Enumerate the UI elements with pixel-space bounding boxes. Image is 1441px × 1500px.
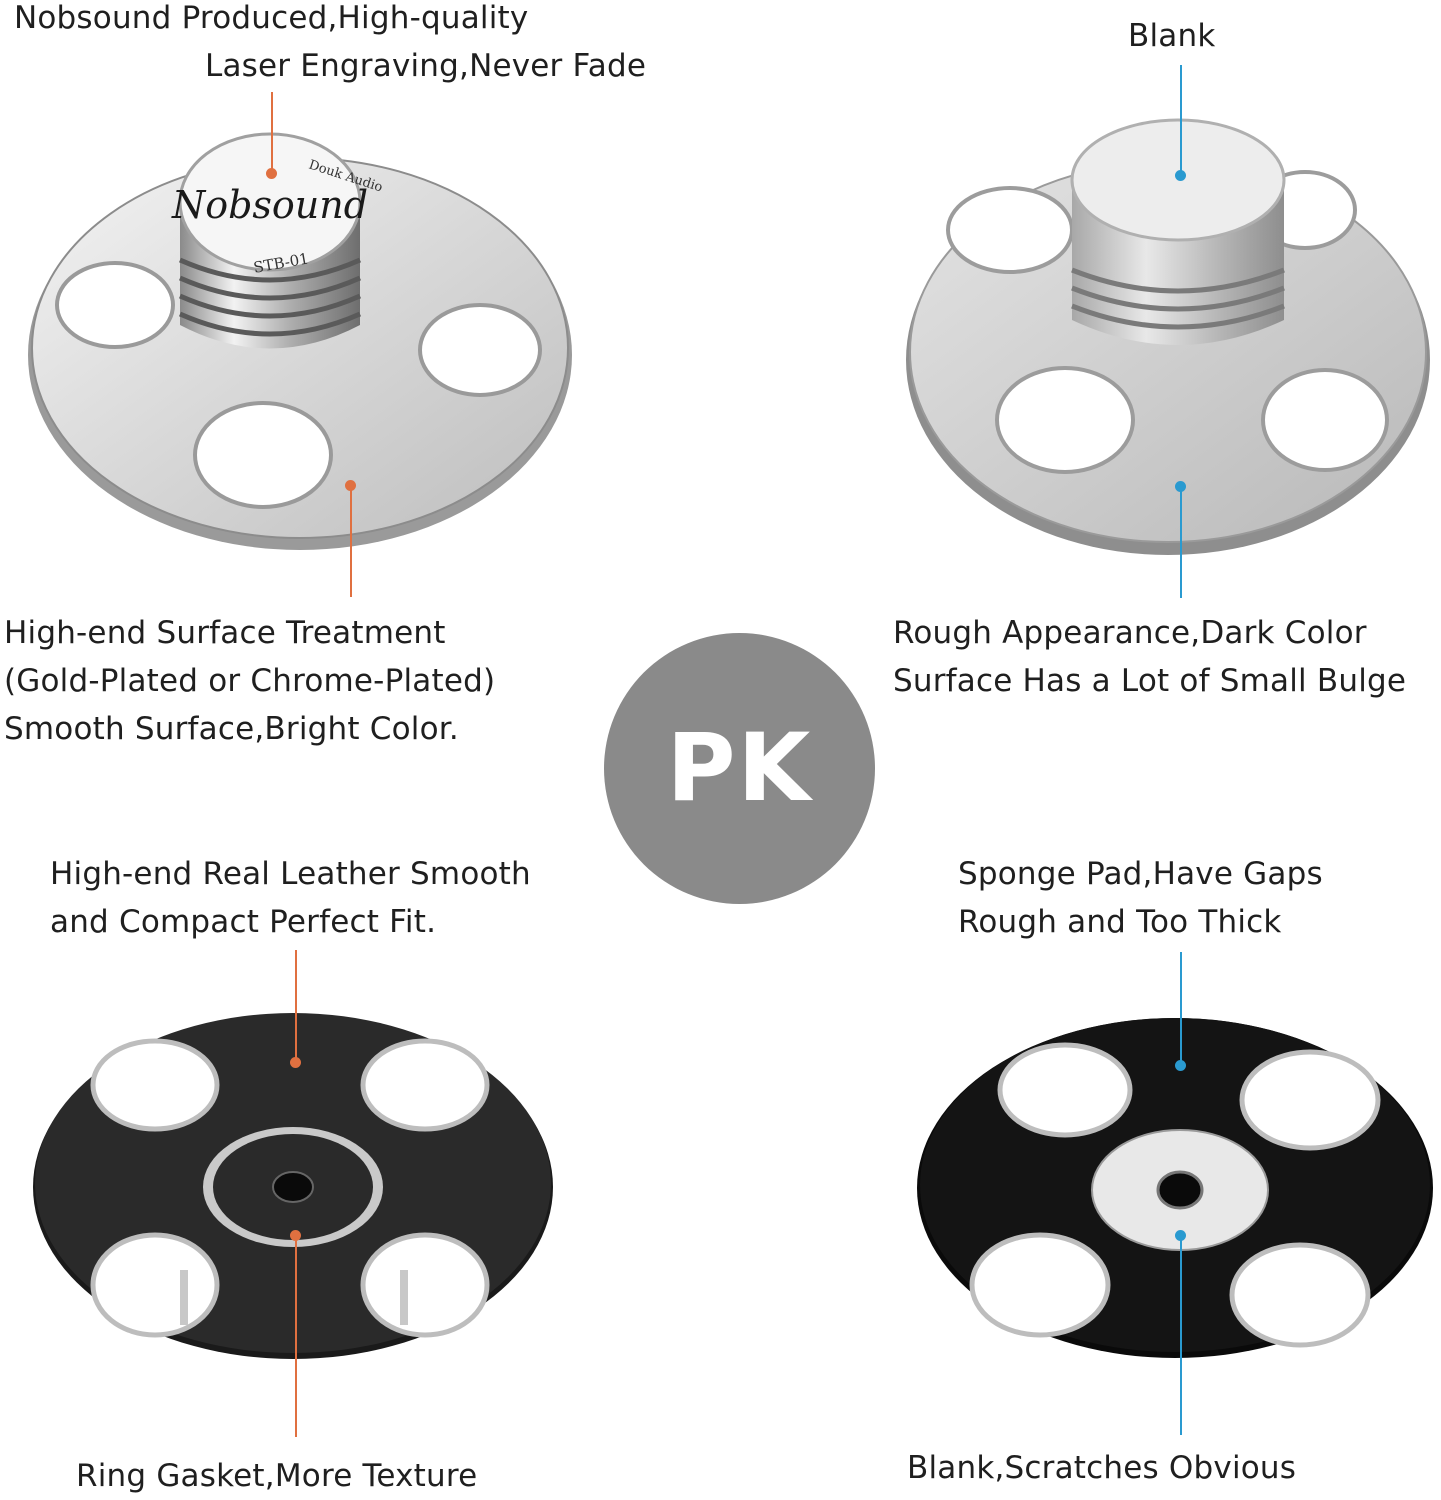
tr-top-label: Blank xyxy=(1128,18,1216,54)
tl-top-leader-dot xyxy=(266,168,277,179)
bl-top-label-line2: and Compact Perfect Fit. xyxy=(50,904,437,940)
tr-bottom-label-line1: Rough Appearance,Dark Color xyxy=(893,615,1367,651)
bl-top-leader-line xyxy=(295,950,297,1058)
tl-bottom-label-line3: Smooth Surface,Bright Color. xyxy=(4,711,459,747)
chrome-clamp-product-image: Douk Audio Nobsound STB-01 xyxy=(28,132,572,550)
plain-clamp-product-image xyxy=(906,118,1430,555)
bl-bottom-leader-line xyxy=(295,1235,297,1437)
bl-top-leader-dot xyxy=(290,1057,301,1068)
br-top-label-line1: Sponge Pad,Have Gaps xyxy=(958,856,1323,892)
bl-top-label-line1: High-end Real Leather Smooth xyxy=(50,856,531,892)
bl-bottom-label: Ring Gasket,More Texture xyxy=(76,1458,478,1494)
br-top-leader-dot xyxy=(1175,1060,1186,1071)
br-bottom-label: Blank,Scratches Obvious xyxy=(907,1450,1297,1486)
tl-bottom-leader-line xyxy=(350,485,352,597)
pk-badge: PK xyxy=(604,633,875,904)
tl-bottom-label-line2: (Gold-Plated or Chrome-Plated) xyxy=(4,663,496,699)
tr-bottom-label-line2: Surface Has a Lot of Small Bulge xyxy=(893,663,1407,699)
engraving-brand: Nobsound xyxy=(171,183,368,227)
pk-badge-text: PK xyxy=(666,714,813,823)
leather-pad-product-image xyxy=(33,1013,553,1359)
tl-bottom-label-line1: High-end Surface Treatment xyxy=(4,615,446,651)
sponge-pad-product-image xyxy=(917,1018,1433,1358)
tr-bottom-leader-line xyxy=(1180,486,1182,598)
tl-top-label-line2: Laser Engraving,Never Fade xyxy=(205,48,647,84)
tl-top-label-line1: Nobsound Produced,High-quality xyxy=(14,0,529,36)
br-top-leader-line xyxy=(1180,952,1182,1062)
br-top-label-line2: Rough and Too Thick xyxy=(958,904,1282,940)
tr-top-leader-dot xyxy=(1175,170,1186,181)
tl-top-leader-line xyxy=(271,92,273,172)
tr-top-leader-line xyxy=(1180,65,1182,173)
br-bottom-leader-line xyxy=(1180,1235,1182,1435)
